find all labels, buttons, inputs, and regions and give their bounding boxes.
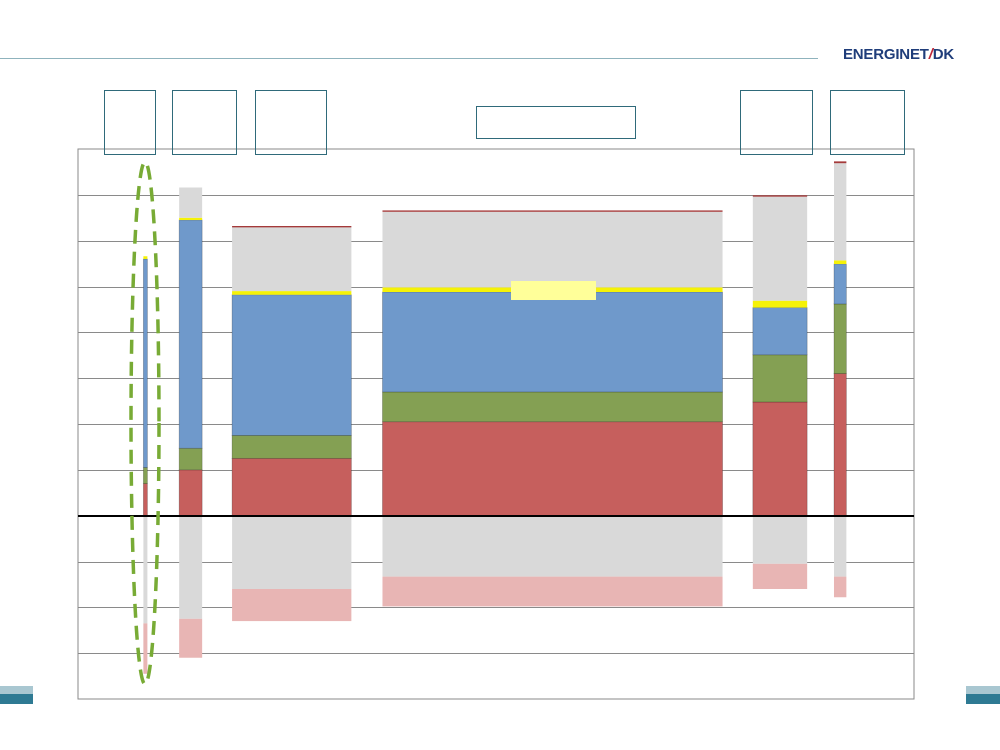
bar-5-segment-darkred — [752, 195, 808, 197]
bar-1-segment-blue — [142, 258, 148, 468]
bar-6-segment-green — [833, 303, 847, 374]
bar-4-segment-darkred — [382, 210, 723, 212]
bar-4-segment-green — [382, 391, 723, 423]
bar-label-box-4 — [476, 106, 636, 139]
bar-4-segment-blue — [382, 291, 723, 393]
bar-6-segment-yellow — [833, 260, 847, 265]
bar-4-segment-red — [382, 421, 723, 517]
bar-label-box-2 — [172, 90, 237, 155]
bar-6-segment-blue — [833, 263, 847, 305]
bar-2-segment-blue — [178, 219, 203, 449]
bar-3-segment-red — [231, 457, 352, 517]
bar-1-segment-red — [142, 483, 148, 517]
bar-6-segment-neg-gray — [833, 515, 847, 577]
bar-6-segment-gray — [833, 163, 847, 261]
energinet-logo: ENERGINET/DK — [843, 46, 954, 63]
bar-1-segment-green — [142, 467, 148, 484]
logo-suffix: DK — [932, 46, 954, 63]
bar-2-segment-neg-pink — [179, 618, 203, 658]
highlight-box — [511, 281, 596, 300]
bar-6-segment-red — [833, 373, 847, 517]
logo-slash: / — [928, 46, 933, 63]
bar-5-segment-neg-pink — [752, 563, 808, 589]
bar-4-segment-neg-pink — [382, 576, 723, 607]
bar-4-segment-gray — [382, 211, 723, 288]
bar-2-segment-yellow — [179, 217, 203, 221]
bar-2-segment-red — [178, 469, 203, 517]
bar-5-segment-gray — [752, 196, 808, 301]
bar-3-segment-darkred — [232, 226, 352, 228]
bar-3-segment-blue — [231, 294, 352, 436]
bar-5-segment-neg-gray — [752, 515, 808, 564]
bar-3-segment-yellow — [232, 291, 352, 295]
bar-1-segment-neg-pink — [143, 623, 148, 674]
bar-5-segment-blue — [752, 307, 808, 356]
highlight-ellipse — [129, 160, 161, 686]
corner-decoration-left — [0, 686, 33, 704]
bar-label-box-3 — [255, 90, 327, 155]
bar-3-segment-gray — [232, 227, 352, 292]
bar-3-segment-neg-pink — [232, 589, 352, 622]
bar-5-segment-red — [752, 401, 808, 517]
bar-label-box-5 — [740, 90, 813, 155]
corner-decoration-right — [966, 686, 1000, 704]
bar-3-segment-neg-gray — [232, 515, 352, 589]
bar-6-segment-neg-pink — [833, 576, 847, 598]
logo-text: ENERGINET — [843, 46, 929, 63]
bar-5-segment-yellow — [752, 300, 808, 308]
bar-1-segment-neg-gray — [143, 515, 148, 624]
bar-label-box-6 — [830, 90, 905, 155]
bar-3-segment-green — [231, 435, 352, 459]
bar-2-segment-gray — [179, 187, 203, 218]
bar-6-segment-darkred — [833, 161, 847, 164]
bar-4-segment-neg-gray — [382, 515, 723, 577]
bar-2-segment-green — [178, 447, 203, 471]
bar-label-box-1 — [104, 90, 156, 155]
bar-1-segment-yellow — [143, 256, 148, 259]
bar-2-segment-neg-gray — [179, 515, 203, 619]
bar-5-segment-green — [752, 354, 808, 403]
header-rule — [0, 58, 818, 59]
